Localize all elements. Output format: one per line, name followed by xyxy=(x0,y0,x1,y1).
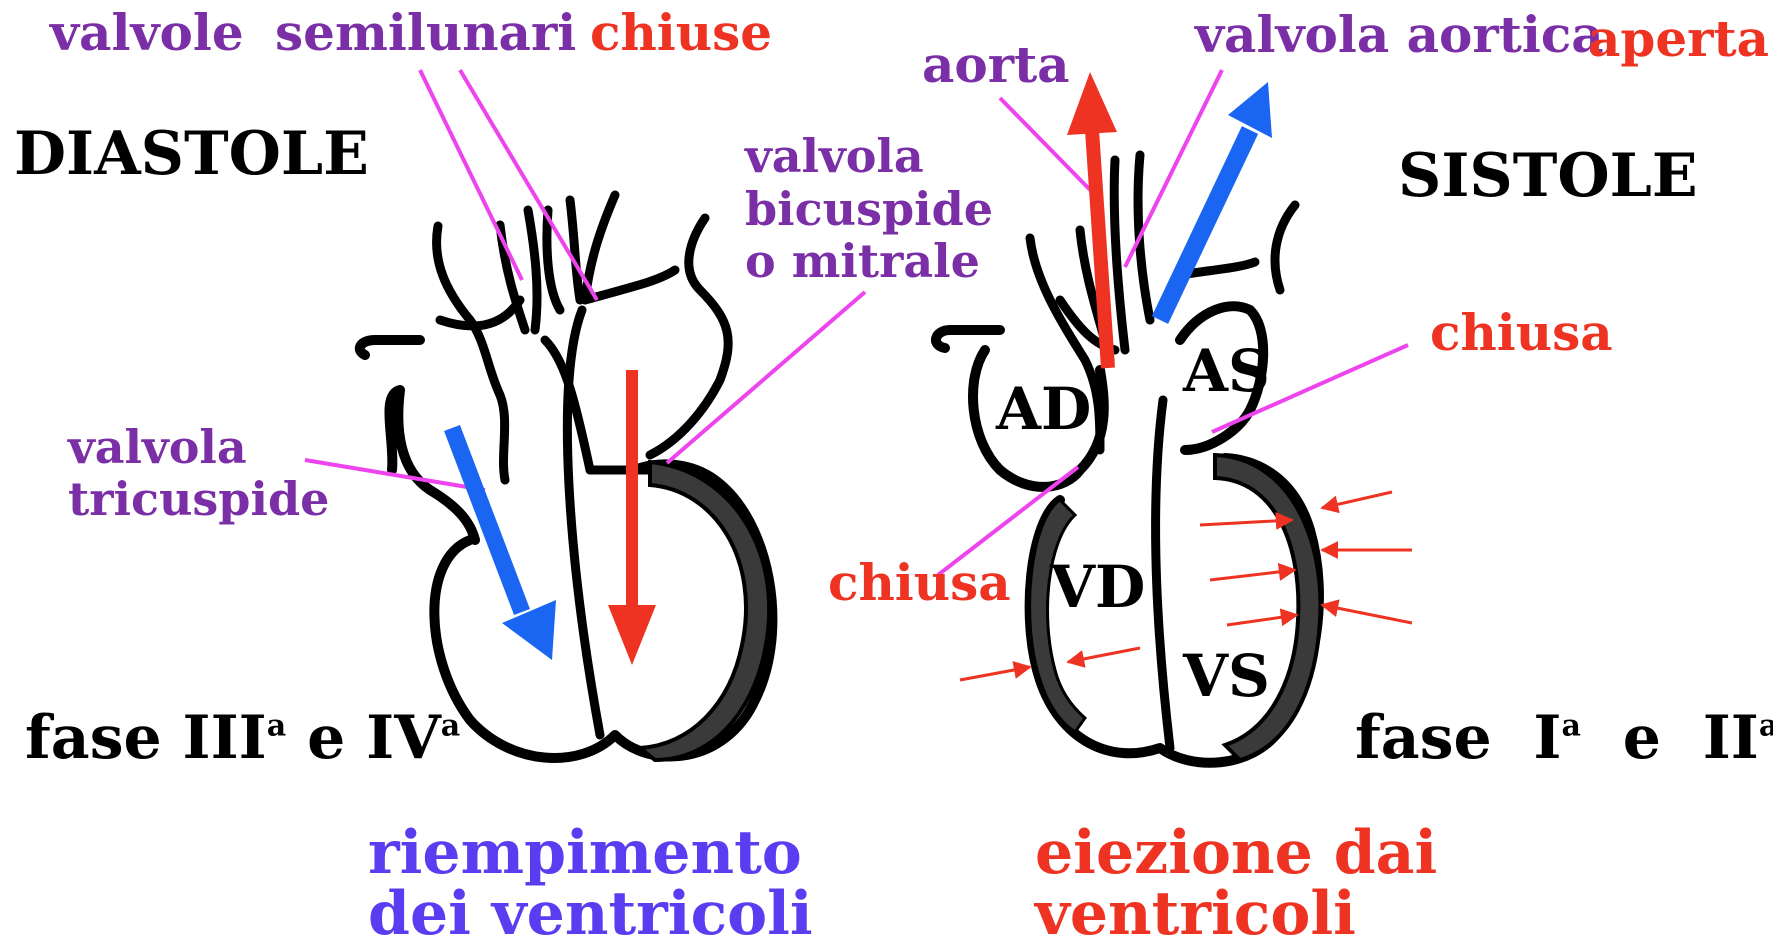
contraction-arrow xyxy=(1210,570,1295,580)
phase-superscript: a xyxy=(1759,709,1773,744)
phase-superscript: a xyxy=(1562,709,1581,744)
chamber-ad: AD xyxy=(996,380,1091,438)
title-diastole: DIASTOLE xyxy=(14,124,369,184)
caption-sistole-line2: ventricoli xyxy=(1035,884,1356,944)
label-chiuse: chiuse xyxy=(590,8,772,58)
phase-diastole: fase IIIa e IVa xyxy=(25,708,460,768)
label-tricuspide-line2: tricuspide xyxy=(68,476,329,522)
label-mitrale-line2: bicuspide xyxy=(745,186,993,232)
label-chiusa-right: chiusa xyxy=(1430,308,1613,358)
heart-diastole-outline xyxy=(360,195,773,758)
caption-diastole-line1: riempimento xyxy=(368,823,802,883)
flow-arrow-blue-pulmonary xyxy=(1160,82,1272,320)
contraction-arrow xyxy=(1227,615,1297,625)
chamber-vd: VD xyxy=(1050,558,1145,616)
phase-superscript: a xyxy=(267,709,286,744)
flow-arrow-red-diastole xyxy=(608,370,656,665)
contraction-arrow xyxy=(1322,492,1392,508)
label-mitrale-line1: valvola xyxy=(745,133,924,179)
label-valvola-aortica: valvola aortica xyxy=(1195,10,1604,60)
pointer-mitrale xyxy=(667,292,865,463)
label-aorta: aorta xyxy=(922,40,1070,90)
pointer-semilunari-2 xyxy=(460,70,597,300)
label-chiusa-left: chiusa xyxy=(828,558,1011,608)
label-tricuspide-line1: valvola xyxy=(68,424,247,470)
chamber-as: AS xyxy=(1183,342,1270,400)
label-valvole: valvole xyxy=(50,8,244,58)
contraction-arrow xyxy=(1322,605,1412,623)
phase-number: IV xyxy=(366,703,441,773)
caption-diastole-line2: dei ventricoli xyxy=(368,884,813,944)
label-mitrale-line3: o mitrale xyxy=(745,238,980,284)
sistole-ventricle-wall xyxy=(1215,455,1320,760)
phase-superscript: a xyxy=(441,709,460,744)
phase-number: III xyxy=(183,703,267,773)
phase-word: fase xyxy=(1355,703,1492,773)
phase-word: fase xyxy=(25,703,162,773)
phase-number: II xyxy=(1703,703,1759,773)
phase-sistole: fase Ia e IIa xyxy=(1355,708,1773,768)
chamber-vs: VS xyxy=(1183,647,1270,705)
phase-join: e xyxy=(1623,703,1661,773)
label-aperta: aperta xyxy=(1588,14,1769,64)
contraction-arrow xyxy=(1068,648,1140,662)
phase-number: I xyxy=(1533,703,1561,773)
contraction-arrow xyxy=(1200,520,1292,525)
phase-join: e xyxy=(307,703,345,773)
label-semilunari: semilunari xyxy=(275,8,576,58)
caption-sistole-line1: eiezione dai xyxy=(1035,823,1437,883)
title-sistole: SISTOLE xyxy=(1398,146,1698,206)
contraction-arrow xyxy=(960,667,1030,680)
